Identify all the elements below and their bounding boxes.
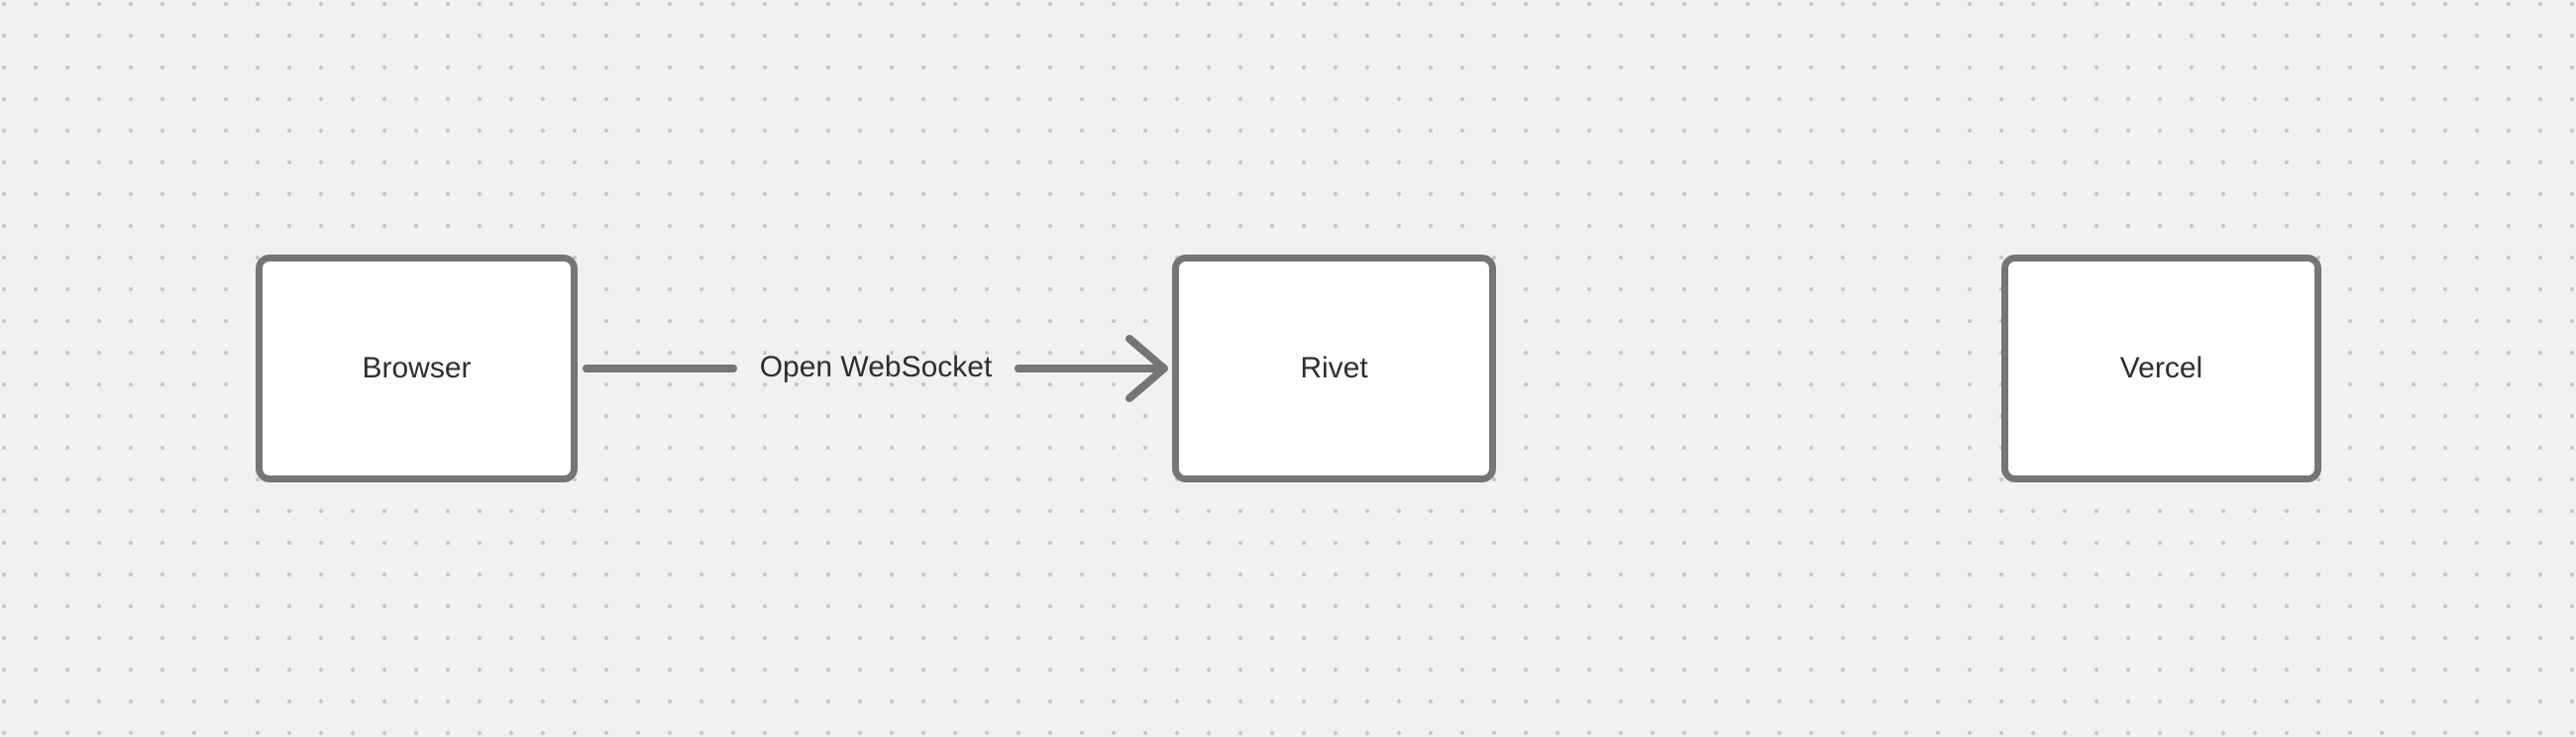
node-rivet[interactable]: Rivet [1172, 255, 1496, 482]
node-browser[interactable]: Browser [256, 255, 578, 482]
node-rivet-label: Rivet [1300, 352, 1368, 384]
node-browser-label: Browser [362, 352, 472, 384]
node-vercel-label: Vercel [2119, 352, 2203, 384]
node-vercel[interactable]: Vercel [2001, 255, 2321, 482]
edge-arrowhead[interactable] [1126, 335, 1168, 402]
edge-label[interactable]: Open WebSocket [759, 351, 993, 383]
